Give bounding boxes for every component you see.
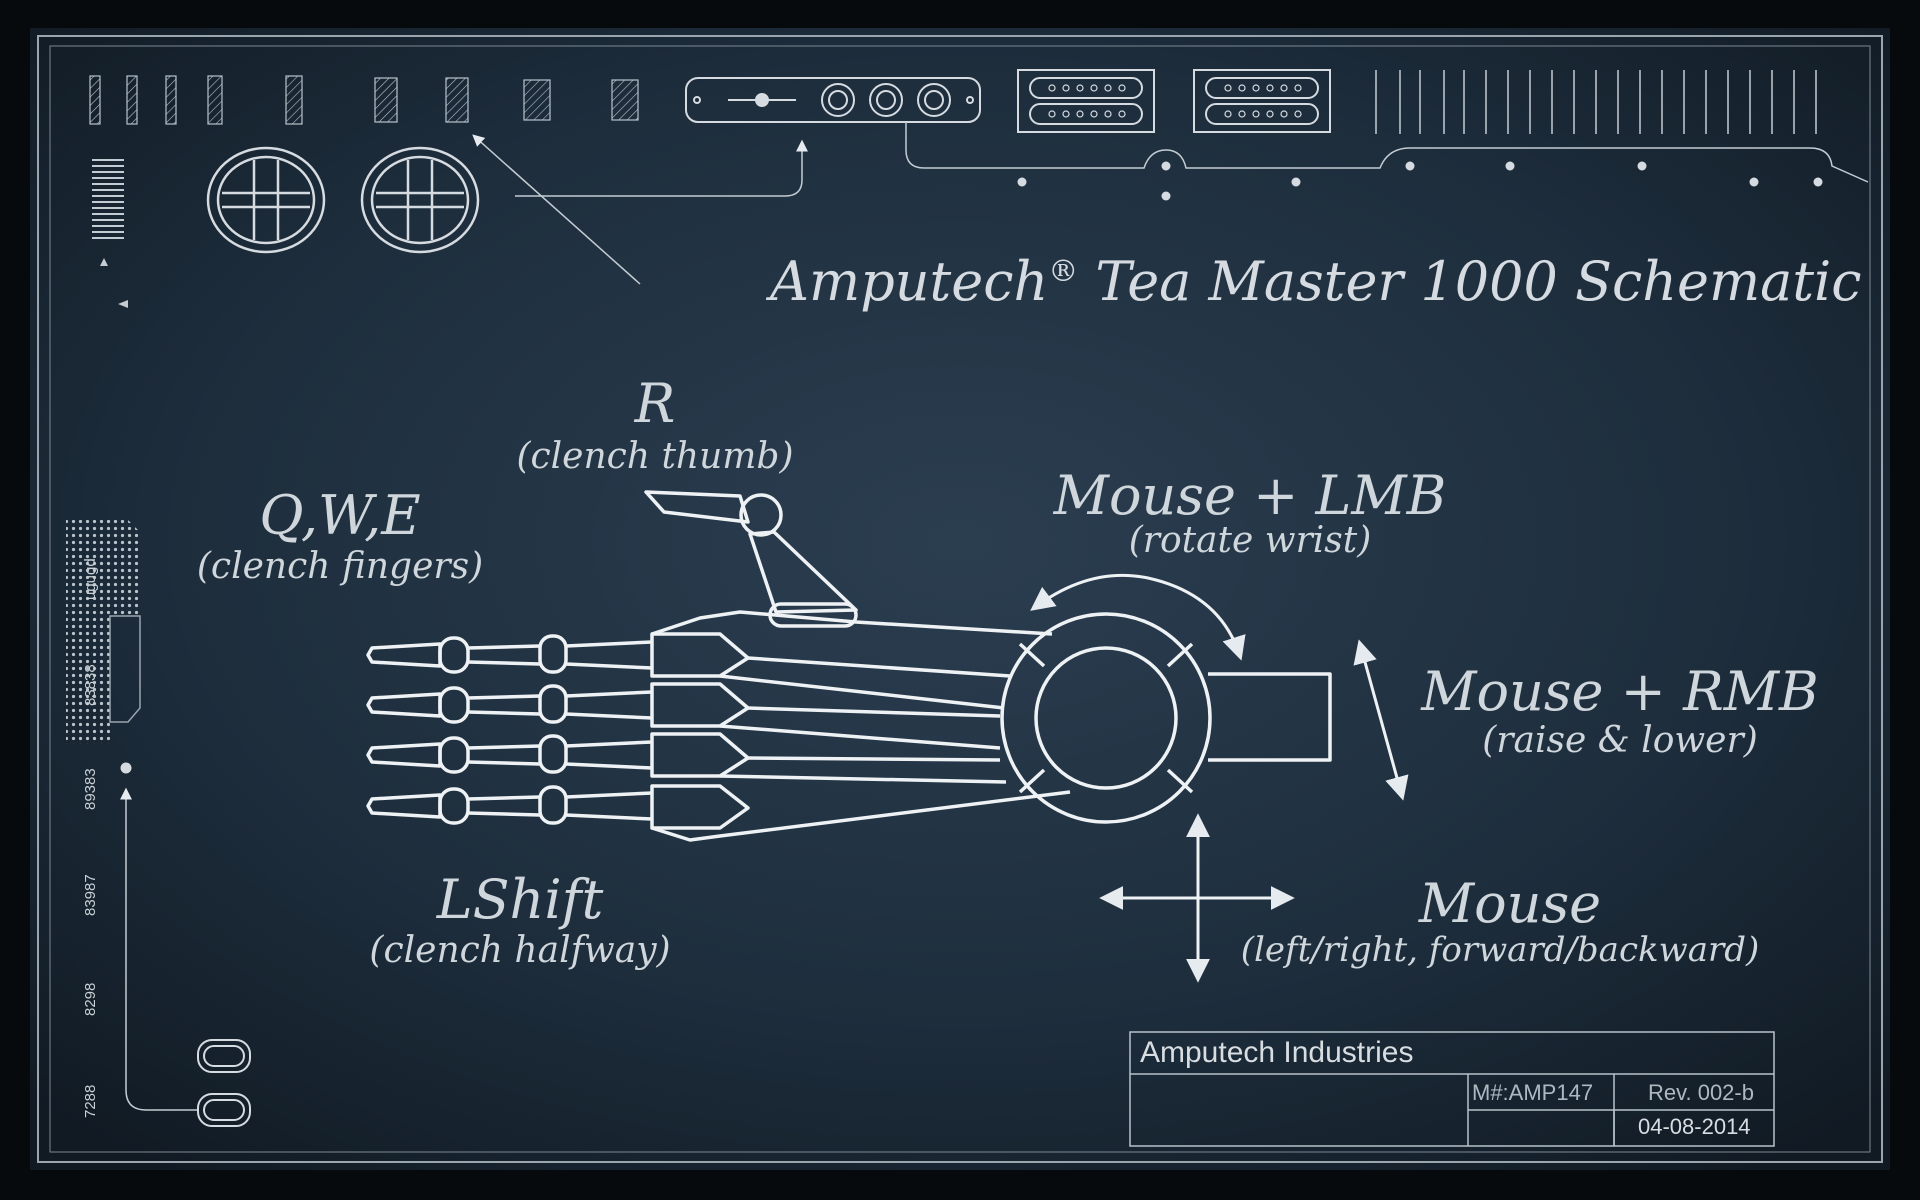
side-code-5: 8298 [82, 982, 99, 1016]
r-key-desc: (clench thumb) [516, 436, 794, 477]
hatched-bars [89, 75, 639, 125]
title-brand: Amputech [770, 250, 1049, 313]
finger-2 [366, 684, 653, 724]
lmb-key-label: Mouse + LMB [1053, 464, 1447, 527]
company-name: Amputech Industries [1140, 1036, 1414, 1069]
wrist-rotate-arrow [1030, 573, 1246, 661]
qwe-key-desc: (clench fingers) [196, 546, 484, 587]
gauge-left [206, 146, 326, 254]
side-code-1: ugugd [82, 558, 99, 600]
drawing-date: 04-08-2014 [1638, 1114, 1751, 1139]
side-code-2: 83838 [82, 664, 99, 706]
blueprint-panel [30, 28, 1890, 1170]
control-strip [685, 77, 981, 123]
outer-frame [37, 35, 1883, 1163]
mouse-key-label: Mouse [1418, 872, 1602, 935]
title-block [1129, 1031, 1775, 1147]
line-rack [1375, 70, 1817, 134]
barcode [92, 159, 124, 239]
model-number: M#:AMP147 [1472, 1080, 1594, 1105]
revision: Rev. 002-b [1648, 1080, 1754, 1105]
raise-lower-arrow [1353, 639, 1409, 801]
rmb-key-desc: (raise & lower) [1482, 720, 1758, 761]
qwe-key-label: Q,W,E [259, 484, 421, 547]
lshift-key-label: LShift [436, 868, 604, 931]
bottom-left-pads [197, 1039, 251, 1127]
robotic-arm [366, 490, 1332, 842]
mouse-key-desc: (left/right, forward/backward) [1240, 930, 1760, 970]
finger-4 [366, 785, 653, 825]
gauge-right [360, 146, 480, 254]
rmb-key-label: Mouse + RMB [1421, 660, 1819, 723]
lshift-key-desc: (clench halfway) [369, 930, 671, 971]
side-code-3: 89383 [82, 768, 99, 810]
title-rest: Tea Master 1000 Schematic [1078, 250, 1862, 313]
registered-mark: ® [1048, 254, 1079, 289]
side-code-4: 83987 [82, 874, 99, 916]
finger-1 [366, 634, 653, 674]
move-cross-arrow [1099, 813, 1295, 983]
pickup-module-2 [1193, 69, 1331, 133]
lmb-key-desc: (rotate wrist) [1128, 520, 1372, 561]
r-key-label: R [634, 372, 676, 435]
dotted-panel [66, 520, 141, 744]
pickup-module-1 [1017, 69, 1155, 133]
schematic-title: Amputech® Tea Master 1000 Schematic [770, 250, 1862, 313]
side-code-6: 7288 [82, 1084, 99, 1118]
inner-frame [49, 45, 1871, 1153]
finger-3 [366, 734, 653, 774]
